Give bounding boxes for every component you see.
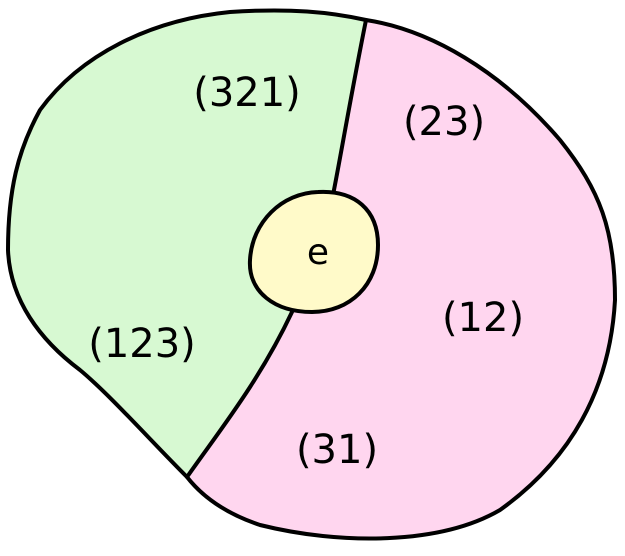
divider-line (185, 18, 368, 479)
region-label-12: (12) (442, 295, 524, 341)
identity-blob (247, 189, 381, 315)
region-label-321: (321) (193, 70, 301, 116)
region-label-123: (123) (88, 321, 196, 367)
region-label-23: (23) (403, 99, 485, 145)
identity-label: e (307, 232, 329, 273)
green-region (8, 10, 366, 477)
pink-region (187, 20, 615, 539)
outer-outline (6, 8, 617, 541)
region-label-31: (31) (296, 427, 378, 473)
